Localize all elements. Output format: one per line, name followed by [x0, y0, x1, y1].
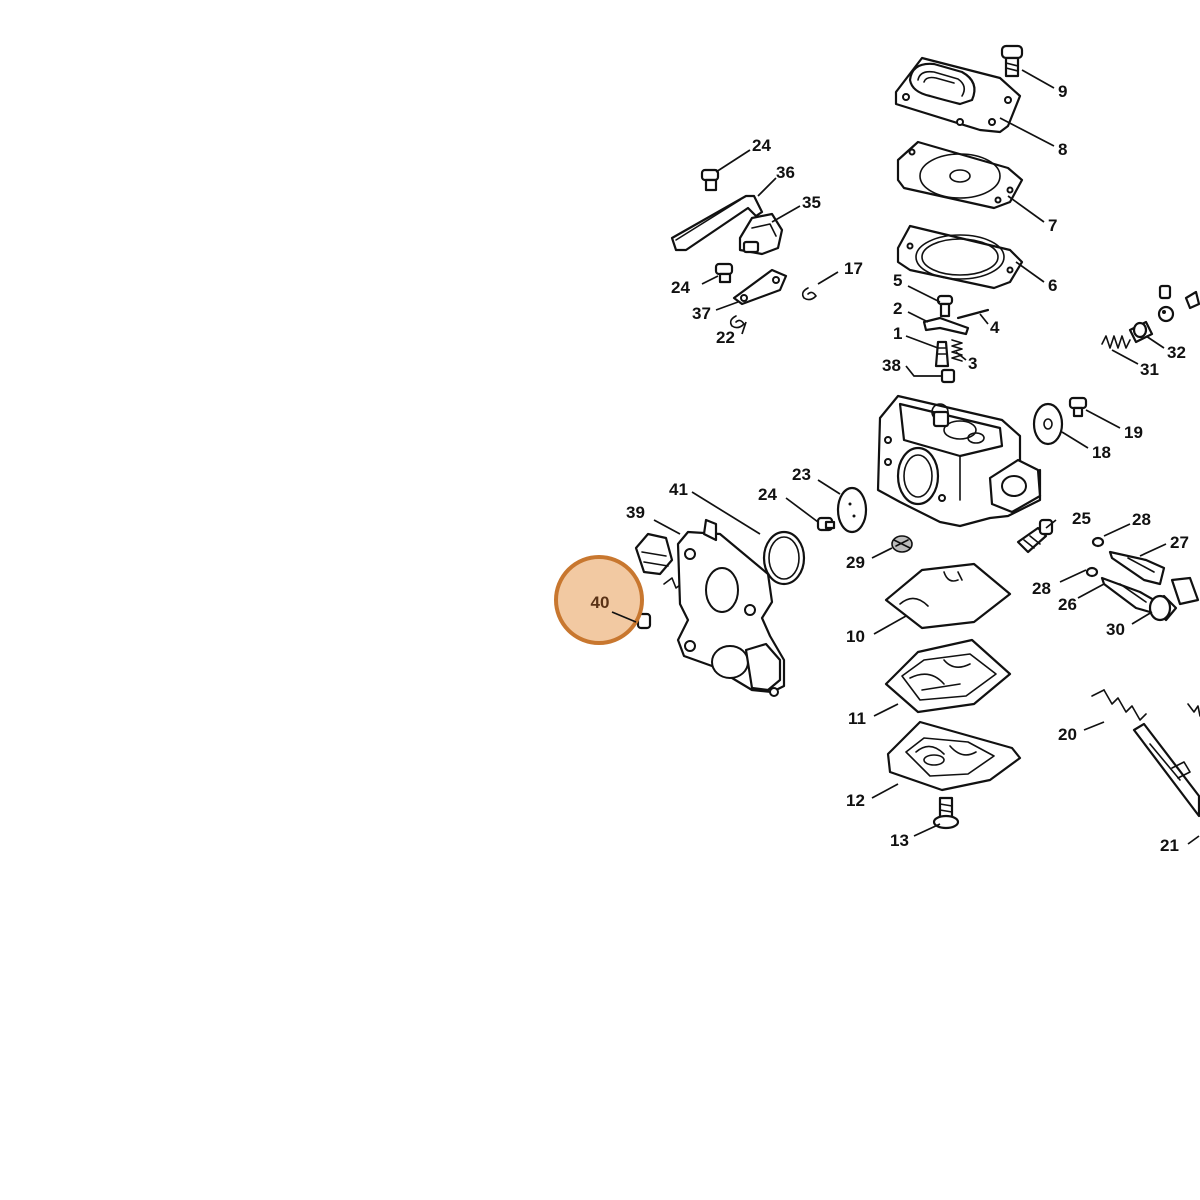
- callout-30[interactable]: 30: [1106, 620, 1125, 639]
- part-29-filter-screen[interactable]: [891, 535, 913, 553]
- callout-38[interactable]: 38: [882, 356, 901, 375]
- callout-22[interactable]: 22: [716, 328, 735, 347]
- callout-3[interactable]: 3: [968, 354, 977, 373]
- part-37-lever[interactable]: [732, 268, 788, 306]
- callout-8[interactable]: 8: [1058, 140, 1067, 159]
- highlight-label: 40: [591, 593, 610, 612]
- callout-20[interactable]: 20: [1058, 725, 1077, 744]
- callout-32[interactable]: 32: [1167, 343, 1186, 362]
- part-13-screw[interactable]: [932, 796, 960, 830]
- callout-28-top[interactable]: 28: [1132, 510, 1151, 529]
- part-36-link-rod[interactable]: [670, 194, 764, 252]
- part-10-gasket[interactable]: [884, 562, 1012, 630]
- callout-19[interactable]: 19: [1124, 423, 1143, 442]
- callout-24-top[interactable]: 24: [752, 136, 771, 155]
- part-32-sleeve[interactable]: [1128, 320, 1154, 344]
- callout-7[interactable]: 7: [1048, 216, 1057, 235]
- part-30-sleeve[interactable]: [1148, 594, 1178, 622]
- part-24-screw-top[interactable]: [700, 168, 720, 192]
- part-4-pin[interactable]: [956, 308, 990, 320]
- callout-4[interactable]: 4: [990, 318, 1000, 337]
- part-11-diaphragm-plate[interactable]: [884, 638, 1012, 714]
- callout-9[interactable]: 9: [1058, 82, 1067, 101]
- callout-11[interactable]: 11: [848, 709, 866, 728]
- callout-29[interactable]: 29: [846, 553, 865, 572]
- callout-10[interactable]: 10: [846, 627, 865, 646]
- callout-12[interactable]: 12: [846, 791, 865, 810]
- callout-23[interactable]: 23: [792, 465, 811, 484]
- callout-28-bottom[interactable]: 28: [1032, 579, 1051, 598]
- part-28-o-ring-top[interactable]: [1091, 536, 1105, 548]
- part-38-valve[interactable]: [940, 368, 956, 384]
- callout-2[interactable]: 2: [893, 299, 902, 318]
- callout-13[interactable]: 13: [890, 831, 909, 850]
- callout-25[interactable]: 25: [1072, 509, 1091, 528]
- callout-41[interactable]: 41: [669, 480, 688, 499]
- part-21-shaft[interactable]: [1132, 722, 1200, 818]
- callout-37[interactable]: 37: [692, 304, 711, 323]
- callout-21[interactable]: 21: [1160, 836, 1179, 855]
- part-3-spring[interactable]: [951, 339, 963, 362]
- part-41-o-ring[interactable]: [762, 530, 806, 586]
- part-24-screw-low[interactable]: [816, 516, 836, 532]
- part-1-needle[interactable]: [934, 340, 950, 368]
- part-22-clip[interactable]: [729, 315, 745, 329]
- right-cap[interactable]: [1158, 284, 1200, 310]
- callout-18[interactable]: 18: [1092, 443, 1111, 462]
- part-17-clip[interactable]: [801, 287, 817, 301]
- right-ball[interactable]: [1157, 305, 1175, 323]
- callout-1[interactable]: 1: [893, 324, 902, 343]
- part-26-needle[interactable]: [1100, 576, 1156, 614]
- callout-26[interactable]: 26: [1058, 595, 1077, 614]
- part-31-spring[interactable]: [1101, 335, 1131, 349]
- right-sleeve-2[interactable]: [1170, 576, 1200, 606]
- intake-flange[interactable]: [676, 518, 786, 697]
- callout-6[interactable]: 6: [1048, 276, 1057, 295]
- part-18-disc[interactable]: [1032, 402, 1064, 446]
- part-20-spring[interactable]: [1091, 689, 1200, 721]
- part-27-needle[interactable]: [1108, 550, 1166, 586]
- callout-31[interactable]: 31: [1140, 360, 1159, 379]
- part-28-o-ring-bottom[interactable]: [1085, 566, 1099, 578]
- part-2-lever[interactable]: [922, 316, 970, 336]
- part-9-screw[interactable]: [1000, 44, 1024, 78]
- callout-5[interactable]: 5: [893, 271, 902, 290]
- callout-39[interactable]: 39: [626, 503, 645, 522]
- part-19-screw[interactable]: [1068, 396, 1088, 418]
- callout-24-low[interactable]: 24: [758, 485, 777, 504]
- part-6-gasket[interactable]: [896, 224, 1024, 290]
- part-12-pump-cover[interactable]: [886, 720, 1022, 792]
- carburetor-body[interactable]: [876, 394, 1042, 528]
- part-24-screw-mid[interactable]: [714, 262, 734, 284]
- callout-27[interactable]: 27: [1170, 533, 1189, 552]
- callout-24-mid[interactable]: 24: [671, 278, 690, 297]
- callout-labels: 9 8 7 6 5 2 4 1 3 38 19 18 31 32 24 36 3…: [626, 82, 1189, 855]
- callout-17[interactable]: 17: [844, 259, 863, 278]
- callout-35[interactable]: 35: [802, 193, 821, 212]
- callout-36[interactable]: 36: [776, 163, 795, 182]
- part-23-throttle-disc[interactable]: [836, 486, 868, 534]
- part-7-diaphragm[interactable]: [896, 140, 1024, 210]
- highlight-marker-40[interactable]: 40: [554, 555, 644, 645]
- part-5-screw[interactable]: [936, 294, 954, 318]
- part-35-lever-block[interactable]: [738, 212, 784, 256]
- part-8-cover-plate[interactable]: [894, 56, 1022, 134]
- part-25-screw[interactable]: [1016, 518, 1054, 554]
